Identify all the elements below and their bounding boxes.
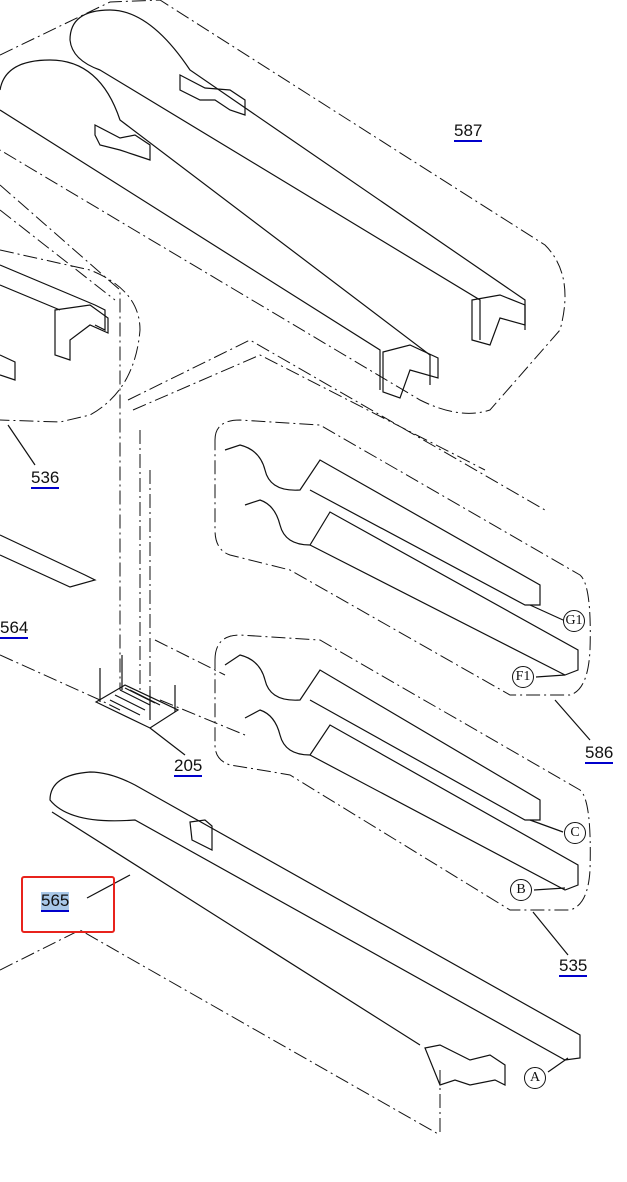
- leader-564: [0, 654, 121, 711]
- leader-b: [533, 887, 566, 891]
- connector-565a: [189, 819, 213, 851]
- part-link-587[interactable]: 587: [454, 121, 483, 142]
- leader-c: [529, 819, 564, 833]
- part-link-565-selected[interactable]: 565: [41, 891, 70, 912]
- callout-a: A: [524, 1067, 546, 1089]
- callout-f1: F1: [512, 666, 534, 688]
- part-link-564[interactable]: 564: [0, 618, 29, 639]
- part-link-586[interactable]: 586: [585, 743, 614, 764]
- group-outline-586: [214, 419, 591, 696]
- connector-587b: [94, 124, 151, 161]
- callout-c: C: [564, 822, 586, 844]
- cable-535-c: [224, 654, 541, 821]
- group-outline-535: [214, 634, 591, 911]
- cable-587-upper: [69, 9, 526, 340]
- part-link-536[interactable]: 536: [31, 468, 60, 489]
- cable-586-g1: [224, 444, 541, 606]
- connector-536b: [0, 354, 16, 381]
- selection-highlight-box: [21, 876, 115, 933]
- leader-586: [554, 699, 591, 741]
- board-205: [94, 684, 180, 729]
- part-link-535[interactable]: 535: [559, 956, 588, 977]
- dash-lines-205: [0, 184, 546, 690]
- cable-536: [0, 264, 106, 331]
- connector-587d: [382, 344, 439, 399]
- cable-587-lower: [0, 59, 431, 390]
- callout-g1: G1: [563, 610, 585, 632]
- leader-565: [86, 874, 131, 899]
- leader-a: [547, 1057, 569, 1073]
- leader-f1: [535, 674, 566, 678]
- connector-565b: [424, 1044, 506, 1086]
- leader-536: [7, 424, 36, 466]
- connector-536: [54, 304, 109, 361]
- cable-564: [0, 534, 97, 588]
- connector-587c: [471, 294, 526, 346]
- dash-lines-205b: [154, 639, 246, 736]
- part-link-205[interactable]: 205: [174, 756, 203, 777]
- board-205-pins: [99, 655, 176, 720]
- cable-586-f1: [244, 499, 579, 676]
- leader-535: [532, 911, 569, 956]
- leader-g1: [529, 604, 564, 621]
- leader-205: [149, 727, 186, 756]
- connector-587a: [179, 74, 246, 116]
- group-outline-587: [0, 0, 566, 414]
- callout-b: B: [510, 879, 532, 901]
- group-outline-536: [0, 249, 141, 423]
- dash-lines-565: [0, 929, 441, 1136]
- cable-565: [49, 771, 581, 1061]
- cable-535-b: [244, 709, 579, 891]
